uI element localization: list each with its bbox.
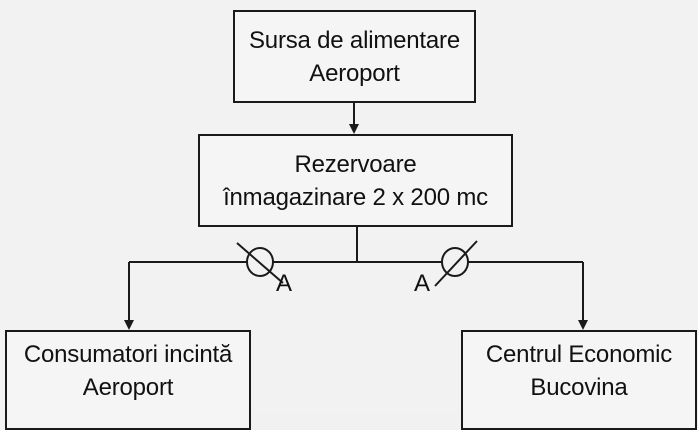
flow-diagram: Sursa de alimentare Aeroport Rezervoare … — [5, 10, 697, 430]
connector-lines — [124, 103, 588, 330]
valve-left-symbol — [236, 242, 284, 284]
storage-tanks-title: Rezervoare — [294, 150, 417, 178]
valve-right-symbol — [434, 240, 478, 287]
supply-source-title: Sursa de alimentare — [249, 26, 460, 54]
storage-tanks-capacity: înmagazinare 2 x 200 mc — [223, 183, 488, 211]
supply-source-box: Sursa de alimentare Aeroport — [233, 10, 476, 103]
consumer-left-box: Consumatori incintă Aeroport — [5, 330, 251, 430]
consumer-right-subtitle: Bucovina — [530, 374, 628, 401]
valve-right-label: A — [414, 270, 431, 297]
consumer-left-title: Consumatori incintă — [23, 341, 233, 368]
consumer-right-box: Centrul Economic Bucovina — [461, 330, 697, 430]
valve-left-label: A — [276, 270, 293, 297]
storage-tanks-box: Rezervoare înmagazinare 2 x 200 mc — [198, 134, 513, 227]
supply-source-subtitle: Aeroport — [309, 59, 400, 87]
consumer-left-subtitle: Aeroport — [82, 374, 174, 401]
consumer-right-title: Centrul Economic — [485, 341, 673, 368]
